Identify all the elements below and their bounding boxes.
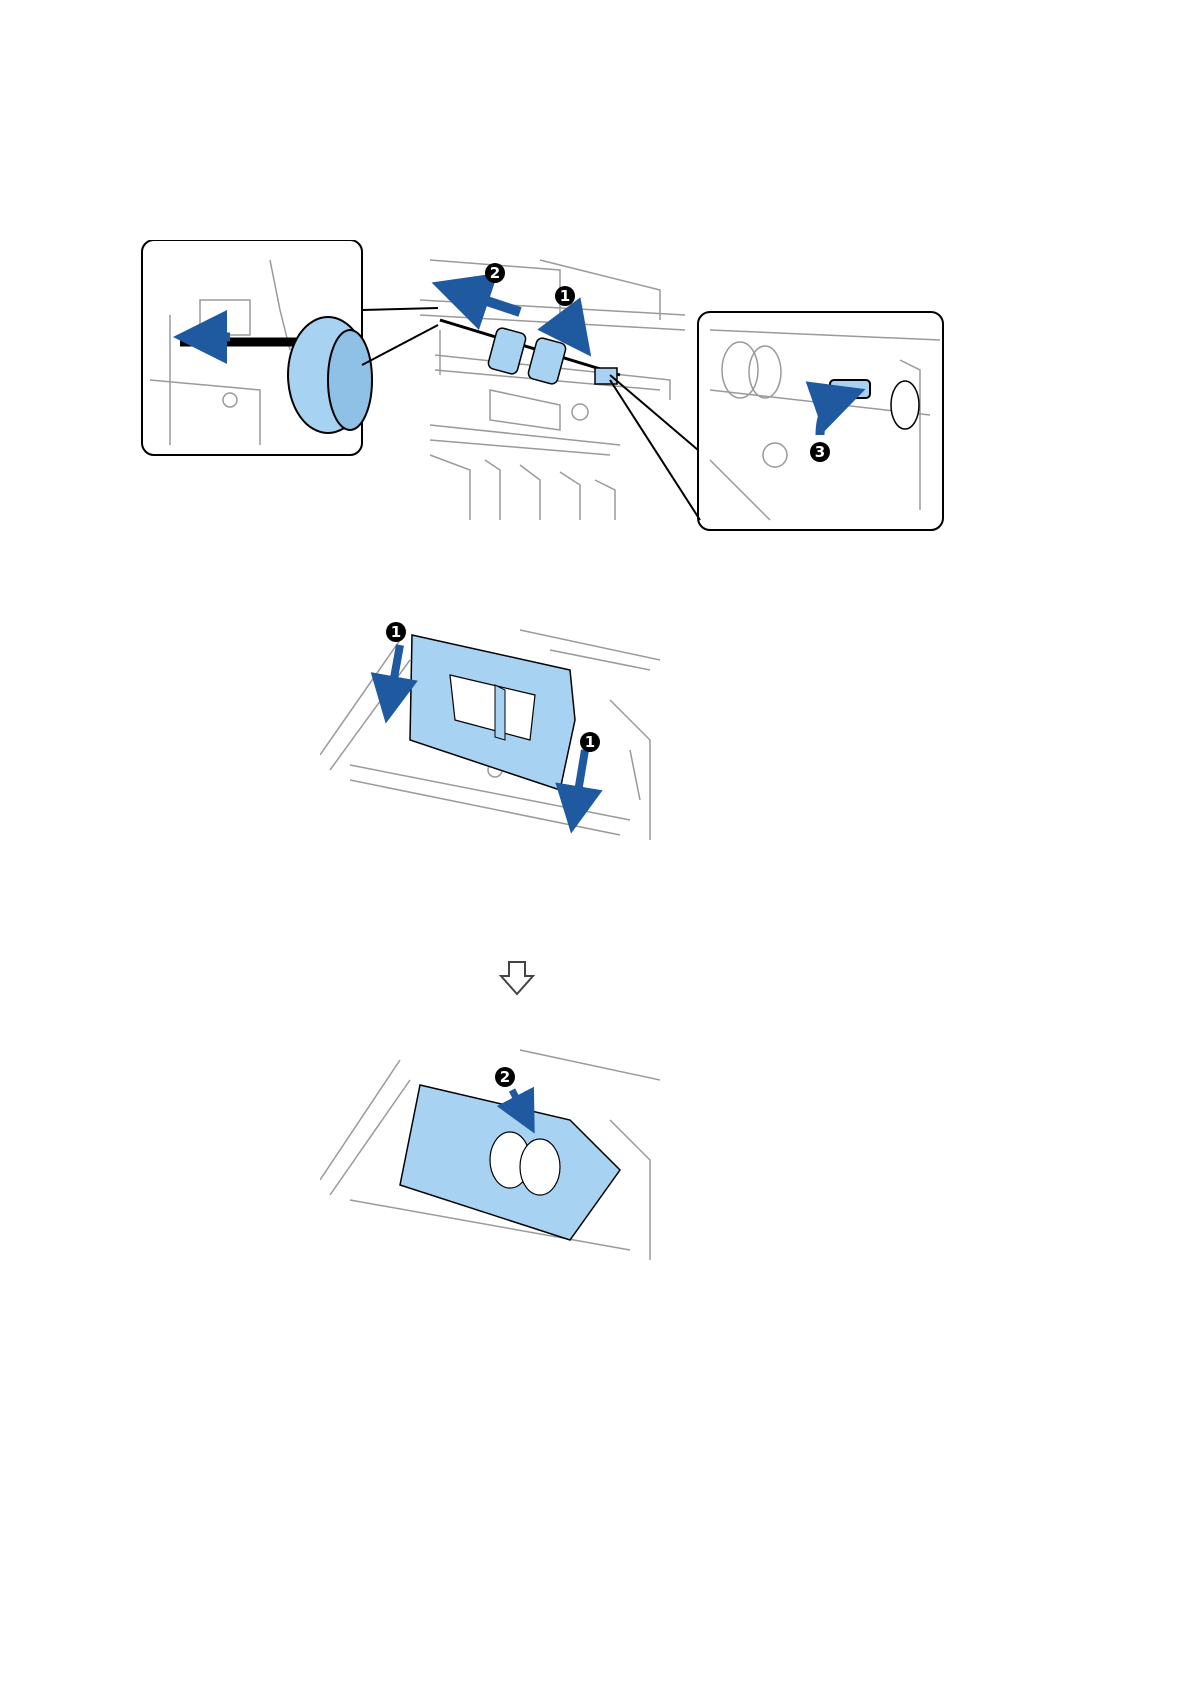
figure-cover-closed: 2 bbox=[320, 1040, 660, 1260]
svg-text:1: 1 bbox=[560, 287, 570, 305]
svg-text:1: 1 bbox=[391, 623, 401, 641]
svg-text:3: 3 bbox=[815, 443, 825, 461]
figure-roller-installation: 2 1 bbox=[140, 240, 1020, 580]
callout-1-right: 1 bbox=[580, 732, 600, 752]
blue-arrow-down bbox=[560, 315, 575, 335]
callout-3: 3 bbox=[810, 442, 830, 462]
blue-arrow-left bbox=[460, 292, 520, 312]
inset-left-shaft bbox=[142, 240, 372, 455]
figure-cover-attach: 1 1 bbox=[320, 620, 660, 840]
inset-right-lever: 3 bbox=[698, 312, 943, 530]
svg-text:2: 2 bbox=[500, 1068, 510, 1086]
callout-1: 1 bbox=[555, 286, 575, 306]
callout-1-left: 1 bbox=[386, 622, 406, 642]
blue-arrow-down-right bbox=[575, 750, 585, 810]
roller-assembly bbox=[440, 320, 620, 385]
down-outline-arrow-icon bbox=[497, 960, 537, 1000]
svg-text:2: 2 bbox=[490, 264, 500, 282]
callout-2-fig3: 2 bbox=[495, 1067, 515, 1087]
callout-2: 2 bbox=[485, 263, 505, 283]
svg-text:1: 1 bbox=[585, 733, 595, 751]
